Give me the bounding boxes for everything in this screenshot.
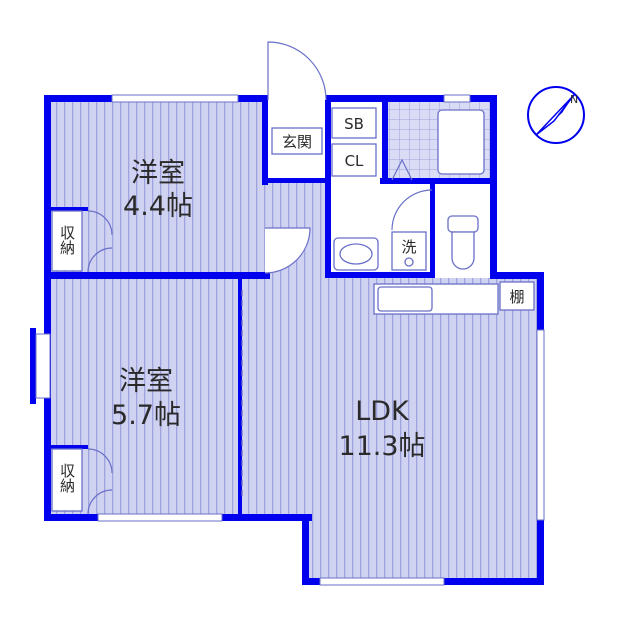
- storage-label-top: 収納: [58, 225, 76, 256]
- western-room-1-size: 4.4帖: [123, 191, 193, 222]
- wall-storage-bottom: [50, 445, 88, 449]
- wall-bottom-step: [302, 514, 309, 584]
- storage1-door-swing: [87, 210, 113, 273]
- room-labels: 洋室 4.4帖 洋室 5.7帖 LDK 11.3帖 収納 収納 玄関 SB CL…: [58, 115, 525, 494]
- bathtub: [437, 109, 485, 175]
- ldk-size: 11.3帖: [338, 431, 425, 462]
- window-bottom-room2: [97, 513, 223, 522]
- toilet-tank: [447, 215, 479, 233]
- cl-box: [331, 143, 377, 177]
- ldk-floor: [242, 278, 539, 580]
- wall-bath-left: [382, 100, 388, 182]
- shelf-label: 棚: [509, 288, 524, 306]
- shelf: [499, 281, 535, 311]
- wall-top-wet: [326, 95, 497, 102]
- wall-wet-left: [325, 100, 331, 278]
- entrance-label-box: [271, 127, 323, 155]
- closet-label: CL: [345, 152, 364, 170]
- wall-storage-top: [50, 207, 88, 211]
- wall-entrance-bottom: [262, 178, 330, 183]
- compass: N: [527, 86, 585, 144]
- western-room-1-floor: [50, 100, 265, 272]
- sb-box: [331, 107, 377, 139]
- wall-bath-bottom: [380, 178, 496, 184]
- shoe-box-label: SB: [344, 115, 364, 133]
- wall-right-wet: [490, 95, 497, 279]
- wall-wet-bottom: [325, 272, 435, 278]
- fixtures: [51, 107, 535, 512]
- wall-room1-right: [262, 95, 268, 185]
- window-bottom-ldk: [319, 577, 445, 586]
- storage2-box: [51, 448, 83, 512]
- washer-pan: [391, 231, 427, 271]
- windows: [35, 94, 545, 586]
- window-right-ldk: [536, 329, 545, 521]
- wall-mid-horizontal: [44, 272, 270, 279]
- wall-toilet-left: [430, 182, 435, 278]
- wall-bay-window: [30, 328, 36, 404]
- toilet-bowl: [451, 231, 475, 270]
- entrance-label: 玄関: [282, 133, 312, 151]
- western-room-2-name: 洋室: [119, 366, 173, 397]
- storage-label-bottom: 収納: [58, 463, 76, 494]
- western-room-2-size: 5.7帖: [111, 400, 181, 431]
- entrance-door-swing: [267, 41, 327, 101]
- western-room-1-name: 洋室: [131, 158, 185, 189]
- storage1-box: [51, 210, 83, 272]
- kitchen-sink: [377, 286, 433, 312]
- compass-north-label: N: [570, 93, 578, 106]
- storage2-door-swing: [87, 448, 113, 515]
- doors: [87, 41, 433, 515]
- bath-door-swing: [391, 158, 413, 181]
- toilet-door-swing: [391, 189, 433, 231]
- wall-ldk-top: [490, 272, 544, 279]
- window-top-room1: [111, 94, 239, 103]
- window-bay: [35, 333, 51, 399]
- wall-left-top: [44, 95, 51, 275]
- room1-door-swing: [264, 227, 311, 274]
- ldk-name: LDK: [355, 396, 410, 427]
- washer-label: 洗: [401, 238, 416, 256]
- wall-closet-divider: [238, 278, 242, 518]
- window-bath: [443, 94, 471, 103]
